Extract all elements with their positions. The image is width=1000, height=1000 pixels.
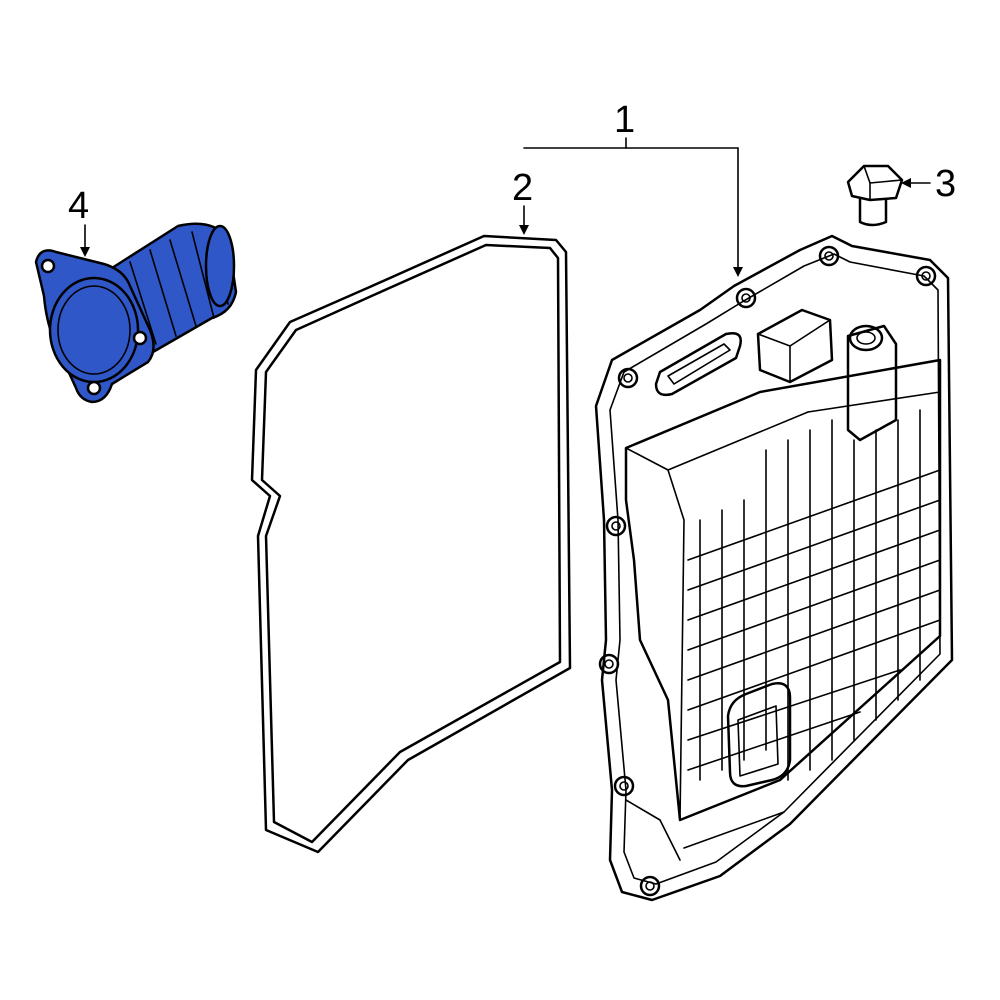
callout-2-label[interactable]: 2 (512, 167, 533, 209)
drain-bolt[interactable] (846, 164, 904, 227)
callout-3-label[interactable]: 3 (935, 163, 956, 205)
oil-pan[interactable] (594, 234, 954, 902)
flange-bolt-holes (598, 245, 937, 897)
pan-ribs (687, 409, 941, 781)
callout-4-label[interactable]: 4 (68, 185, 89, 227)
callout-1-label[interactable]: 1 (614, 99, 635, 141)
oil-pan-gasket[interactable] (250, 234, 572, 854)
leader-1 (523, 137, 743, 277)
transmission-filter[interactable] (34, 222, 238, 404)
